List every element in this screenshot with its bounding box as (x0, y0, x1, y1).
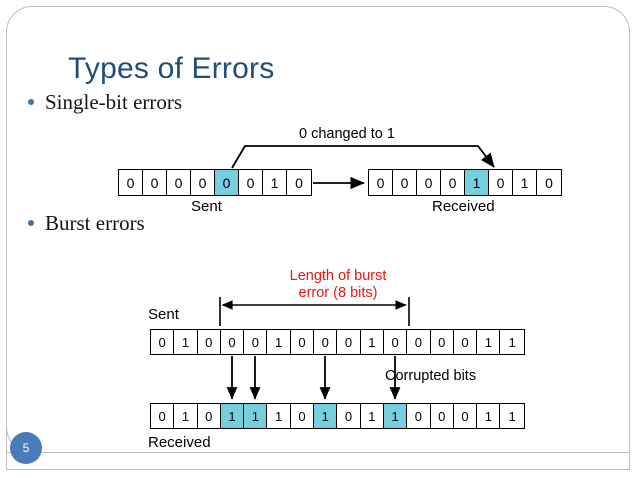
burst-sent-cell: 1 (174, 330, 198, 354)
bullet-single-bit-errors: Single-bit errors (28, 90, 182, 115)
burst-received-cell: 1 (267, 404, 291, 428)
single-bit-sent-caption: Sent (191, 198, 222, 215)
burst-received-cell: 1 (244, 404, 268, 428)
burst-sent-cell: 0 (337, 330, 361, 354)
single-bit-change-arrow (231, 145, 495, 169)
burst-sent-cell: 0 (244, 330, 268, 354)
burst-sent-cell: 0 (151, 330, 175, 354)
burst-received-cell: 1 (314, 404, 338, 428)
burst-sent-cell: 1 (477, 330, 501, 354)
single-bit-sent-cell: 1 (263, 170, 287, 195)
corrupted-bits-caption: Corrupted bits (385, 368, 477, 384)
burst-received-cell: 0 (197, 404, 221, 428)
corrupted-bit-arrows (226, 356, 401, 400)
single-bit-received-cell: 1 (465, 170, 489, 195)
burst-received-caption: Received (148, 434, 211, 451)
burst-received-cell: 1 (500, 404, 524, 428)
single-bit-received-cell: 1 (513, 170, 537, 195)
burst-received-cell: 0 (151, 404, 175, 428)
single-bit-sent-cell: 0 (287, 170, 311, 195)
slide-frame-bottom-line (6, 452, 630, 453)
bullet-dot-icon (28, 99, 34, 105)
bullet-burst-errors: Burst errors (28, 211, 145, 236)
burst-received-cell: 1 (360, 404, 384, 428)
burst-received-cell: 0 (430, 404, 454, 428)
burst-sent-cell: 0 (430, 330, 454, 354)
burst-sent-cell: 1 (500, 330, 524, 354)
burst-sent-cell: 0 (407, 330, 431, 354)
single-bit-received-cell: 0 (393, 170, 417, 195)
single-bit-sent-cell: 0 (119, 170, 143, 195)
burst-received-cell: 1 (220, 404, 245, 428)
burst-sent-cell: 0 (197, 330, 221, 354)
burst-sent-cell: 0 (220, 330, 245, 354)
burst-length-line-1: Length of burst (289, 268, 387, 284)
single-bit-sent-cell: 0 (167, 170, 191, 195)
single-bit-received-cell: 0 (489, 170, 513, 195)
burst-received-cell: 1 (383, 404, 408, 428)
bullet-dot-icon (28, 220, 34, 226)
burst-received-cell: 1 (477, 404, 501, 428)
burst-received-cell: 0 (407, 404, 431, 428)
bullet-label: Burst errors (45, 211, 145, 235)
slide-number-badge: 5 (10, 432, 42, 464)
burst-received-cell: 0 (337, 404, 361, 428)
burst-sent-cell: 0 (453, 330, 478, 354)
burst-length-line-2: error (8 bits) (298, 285, 378, 301)
bullet-label: Single-bit errors (45, 90, 183, 114)
single-bit-received-caption: Received (432, 198, 495, 215)
burst-length-label: Length of burst error (8 bits) (253, 268, 423, 302)
single-bit-sent-cell: 0 (239, 170, 263, 195)
burst-sent-cell: 1 (267, 330, 291, 354)
single-bit-sent-cell: 0 (191, 170, 215, 195)
burst-sent-cell: 0 (314, 330, 338, 354)
single-bit-received-cell: 0 (417, 170, 441, 195)
burst-received-cell: 0 (290, 404, 315, 428)
burst-sent-cell: 0 (290, 330, 315, 354)
page-title: Types of Errors (68, 52, 275, 85)
burst-received-cell: 1 (174, 404, 198, 428)
burst-sent-cell: 1 (360, 330, 384, 354)
single-bit-annotation: 0 changed to 1 (299, 126, 395, 142)
burst-received-cell: 0 (453, 404, 478, 428)
single-bit-sent-cell: 0 (215, 170, 239, 195)
burst-sent-caption: Sent (148, 306, 179, 323)
single-bit-received-cell: 0 (369, 170, 393, 195)
single-bit-received-cell: 0 (441, 170, 465, 195)
single-bit-received-cell: 0 (537, 170, 561, 195)
single-bit-sent-cell: 0 (143, 170, 167, 195)
burst-sent-cell: 0 (383, 330, 408, 354)
